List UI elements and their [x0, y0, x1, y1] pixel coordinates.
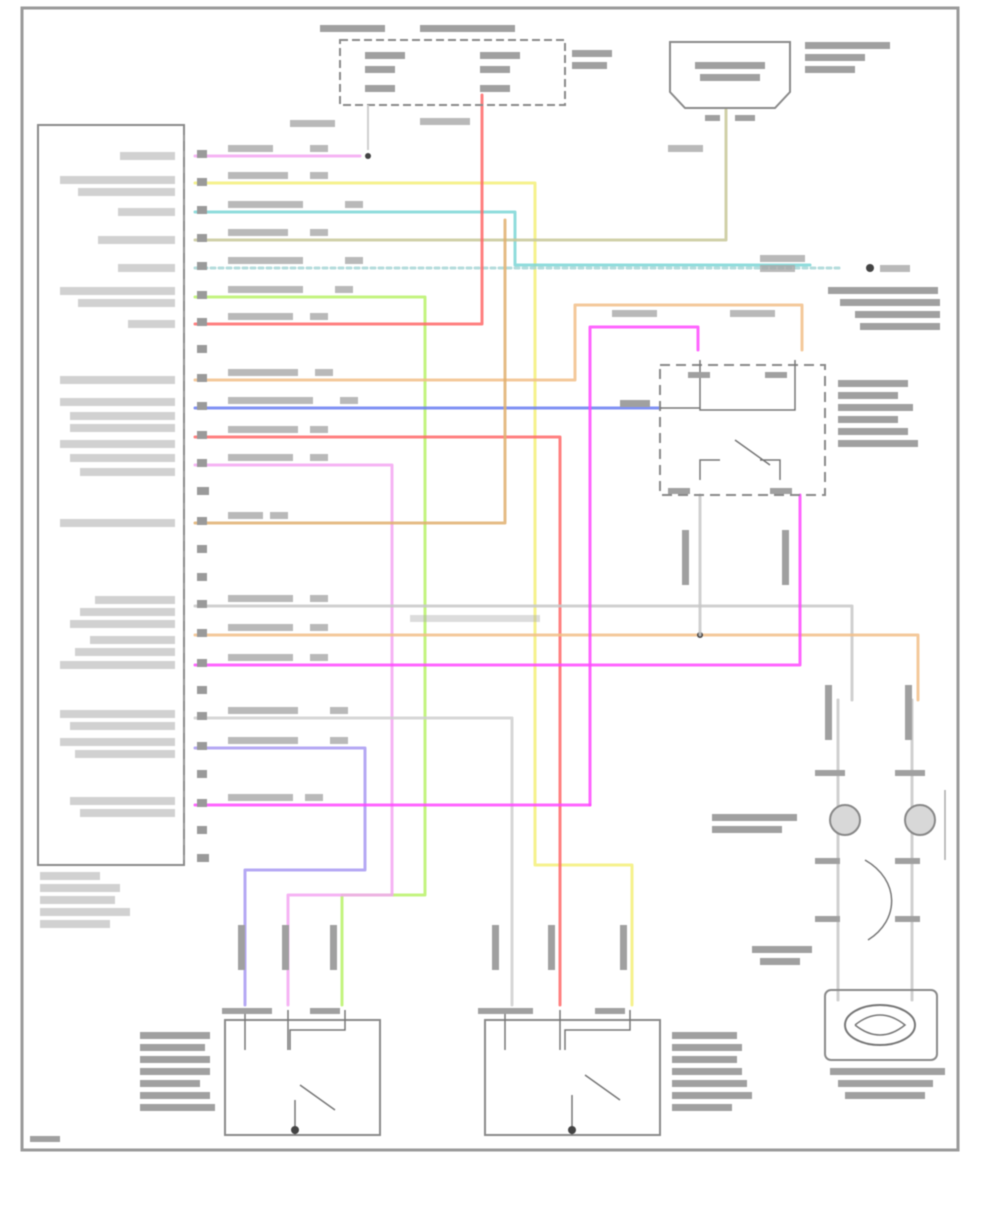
left-switch-box	[224, 1019, 381, 1136]
relay-lead-labels	[682, 530, 789, 585]
ground-label	[828, 287, 940, 330]
wire-olive-4	[193, 108, 728, 242]
connector-arc	[864, 859, 893, 941]
module-pin-numbers	[197, 150, 209, 862]
lamp-module-box	[669, 41, 791, 109]
right-switch-ground	[568, 1126, 576, 1134]
relay-switch-contacts	[660, 360, 796, 480]
wire-red-10	[193, 435, 562, 1007]
wire-red-7	[193, 93, 484, 326]
wire-pink-11	[193, 463, 394, 1007]
relay-switch-box	[659, 364, 826, 496]
connector-terminal-left	[829, 804, 861, 836]
module-box	[37, 124, 185, 866]
motor-box	[824, 989, 938, 1061]
wire-orange-12	[193, 218, 507, 525]
diagram-frame	[20, 6, 960, 1152]
wire-violet-17	[193, 746, 367, 1007]
left-switch-ground	[291, 1126, 299, 1134]
left-switch-contacts	[244, 1010, 346, 1135]
relay-switch-labels	[620, 372, 918, 494]
motor-symbol-inner	[854, 1014, 907, 1036]
motor-symbol	[844, 1004, 916, 1046]
wire-gray-16	[193, 716, 514, 1007]
wire-orange-8	[193, 303, 804, 382]
right-leads-labels	[712, 685, 945, 1099]
module-pin-labels	[40, 152, 175, 928]
splice-dot-1	[365, 153, 371, 159]
ground-point-top	[866, 264, 874, 272]
left-switch-labels	[140, 925, 340, 1111]
wire-yellow-2	[193, 181, 634, 1007]
fuse-block-box	[339, 39, 566, 106]
connector-terminal-right	[904, 804, 936, 836]
lamp-module-labels	[695, 42, 890, 121]
wire-magenta-15	[193, 493, 802, 667]
fuse-block-labels	[320, 25, 612, 92]
diagram-code	[30, 1136, 60, 1142]
wire-orange-14	[193, 633, 920, 702]
wire-magenta-15b	[588, 325, 700, 807]
wire-code-labels	[228, 118, 910, 801]
wire-lime-6	[193, 295, 427, 1007]
right-switch-labels	[478, 925, 752, 1111]
wire-gray-13	[193, 604, 854, 702]
right-switch-contacts	[504, 1010, 631, 1135]
